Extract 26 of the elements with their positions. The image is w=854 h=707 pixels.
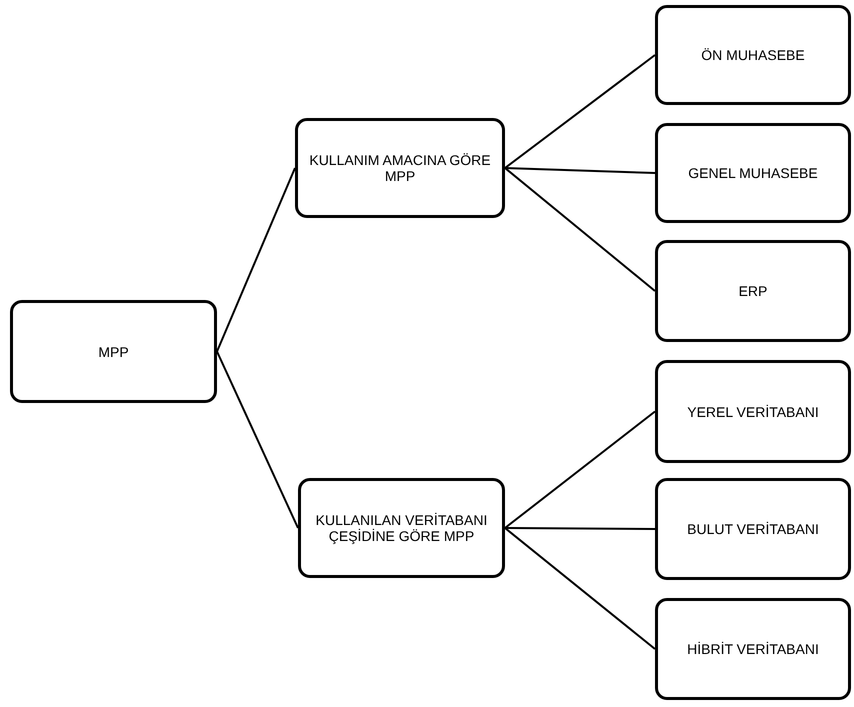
connector-line [216, 351, 299, 528]
process-box [655, 478, 851, 580]
connector-line [504, 167, 656, 174]
connector-line [504, 167, 656, 292]
node-label: KULLANILAN VERİTABANI ÇEŞİDİNE GÖRE MPP [314, 512, 488, 544]
node-label: YEREL VERİTABANI [687, 404, 819, 420]
process-box [295, 118, 505, 218]
connector-line [216, 168, 296, 352]
node-label: HİBRİT VERİTABANI [687, 641, 819, 657]
process-box [298, 478, 505, 578]
process-box [655, 240, 851, 342]
process-box [655, 123, 851, 223]
connector-line [504, 410, 656, 529]
connector-line [504, 527, 656, 650]
connector-line [505, 527, 655, 530]
node-label: BULUT VERİTABANI [687, 521, 819, 537]
node-label: MPP [98, 344, 129, 360]
node-label: ÖN MUHASEBE [701, 47, 805, 63]
connector-line [504, 54, 656, 169]
process-box [655, 598, 851, 700]
node-label: ERP [738, 283, 768, 299]
process-box [655, 360, 851, 463]
node-label: GENEL MUHASEBE [688, 165, 818, 181]
process-box [10, 300, 217, 403]
process-box [655, 5, 851, 105]
node-label: KULLANIM AMACINA GÖRE MPP [308, 152, 492, 184]
